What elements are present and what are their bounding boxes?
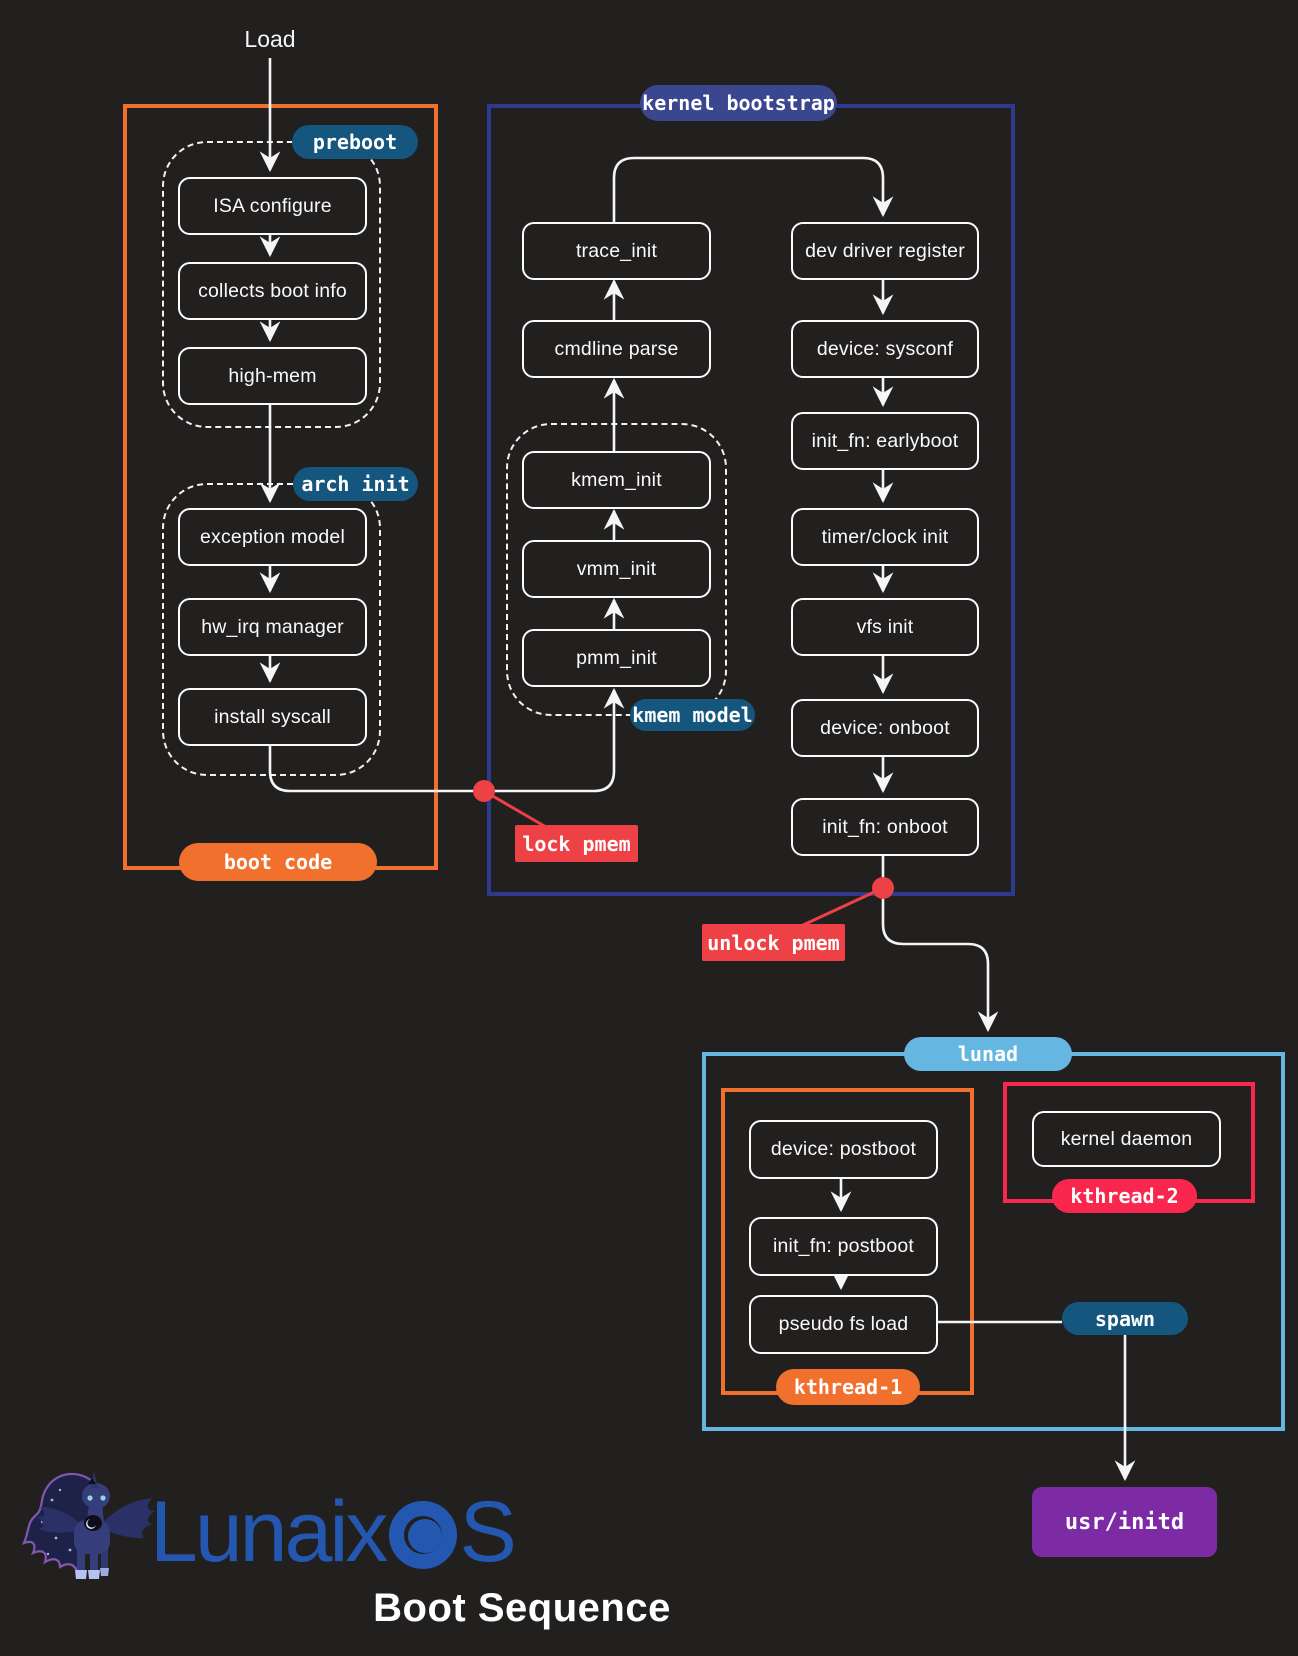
mascot-crown xyxy=(88,1478,96,1484)
node-cmdline-parse: cmdline parse xyxy=(522,320,711,378)
node-kmem-init: kmem_init xyxy=(522,451,711,509)
preboot-dashed-box xyxy=(162,141,381,428)
arch-init-badge: arch init xyxy=(293,467,418,501)
kmem-model-dashed-box xyxy=(506,423,727,716)
node-high-mem: high-mem xyxy=(178,347,367,405)
node-device-sysconf: device: sysconf xyxy=(791,320,979,378)
mascot-leg xyxy=(90,1548,98,1574)
logo-text-lunaix: Lunaix xyxy=(150,1483,388,1580)
spawn-badge: spawn xyxy=(1062,1302,1188,1335)
node-device-onboot: device: onboot xyxy=(791,699,979,757)
mascot-hoof xyxy=(88,1570,100,1579)
load-label: Load xyxy=(244,26,296,52)
logo-moon-dot xyxy=(408,1519,443,1553)
unlock-pmem-label: unlock pmem xyxy=(702,924,845,961)
mascot-group xyxy=(21,1471,155,1579)
boot-code-badge: boot code xyxy=(179,843,377,881)
mascot-hoof xyxy=(75,1570,87,1579)
node-kernel-daemon: kernel daemon xyxy=(1032,1111,1221,1167)
node-vmm-init: vmm_init xyxy=(522,540,711,598)
mascot-wing-right xyxy=(102,1498,155,1539)
lunad-badge: lunad xyxy=(904,1037,1072,1071)
mascot-hoof xyxy=(100,1568,109,1576)
node-trace-init: trace_init xyxy=(522,222,711,280)
node-initfn-postboot: init_fn: postboot xyxy=(749,1217,938,1276)
node-initfn-onboot: init_fn: onboot xyxy=(791,798,979,856)
node-timer-clock-init: timer/clock init xyxy=(791,508,979,566)
mascot-necklace-moon xyxy=(86,1519,96,1529)
usr-initd-box: usr/initd xyxy=(1032,1487,1217,1557)
logo-text-s: S xyxy=(459,1483,516,1580)
node-isa-configure: ISA configure xyxy=(178,177,367,235)
node-vfs-init: vfs init xyxy=(791,598,979,656)
mascot-eye xyxy=(100,1495,106,1501)
node-initfn-earlyboot: init_fn: earlyboot xyxy=(791,412,979,470)
lock-pmem-label: lock pmem xyxy=(515,825,638,862)
mascot-leg xyxy=(77,1548,85,1574)
mascot-eye xyxy=(87,1495,93,1501)
node-collects-boot-info: collects boot info xyxy=(178,262,367,320)
node-hw-irq-manager: hw_irq manager xyxy=(178,598,367,656)
logo-moon-o-icon xyxy=(389,1501,458,1569)
node-install-syscall: install syscall xyxy=(178,688,367,746)
kernel-bootstrap-badge: kernel bootstrap xyxy=(640,85,837,121)
preboot-badge: preboot xyxy=(292,125,418,159)
node-exception-model: exception model xyxy=(178,508,367,566)
kmem-model-badge: kmem model xyxy=(630,699,755,731)
node-pmm-init: pmm_init xyxy=(522,629,711,687)
kthread-1-badge: kthread-1 xyxy=(776,1369,920,1405)
node-device-postboot: device: postboot xyxy=(749,1120,938,1179)
mascot-head xyxy=(82,1483,110,1509)
luna-mascot-image xyxy=(21,1471,155,1579)
lunaixos-logo: Lunaix S xyxy=(150,1483,517,1580)
node-dev-driver-register: dev driver register xyxy=(791,222,979,280)
mascot-wing-left xyxy=(37,1507,82,1533)
mascot-body xyxy=(74,1520,110,1554)
kthread-2-badge: kthread-2 xyxy=(1052,1179,1197,1213)
node-pseudo-fs-load: pseudo fs load xyxy=(749,1295,938,1354)
diagram-caption: Boot Sequence xyxy=(373,1586,671,1630)
